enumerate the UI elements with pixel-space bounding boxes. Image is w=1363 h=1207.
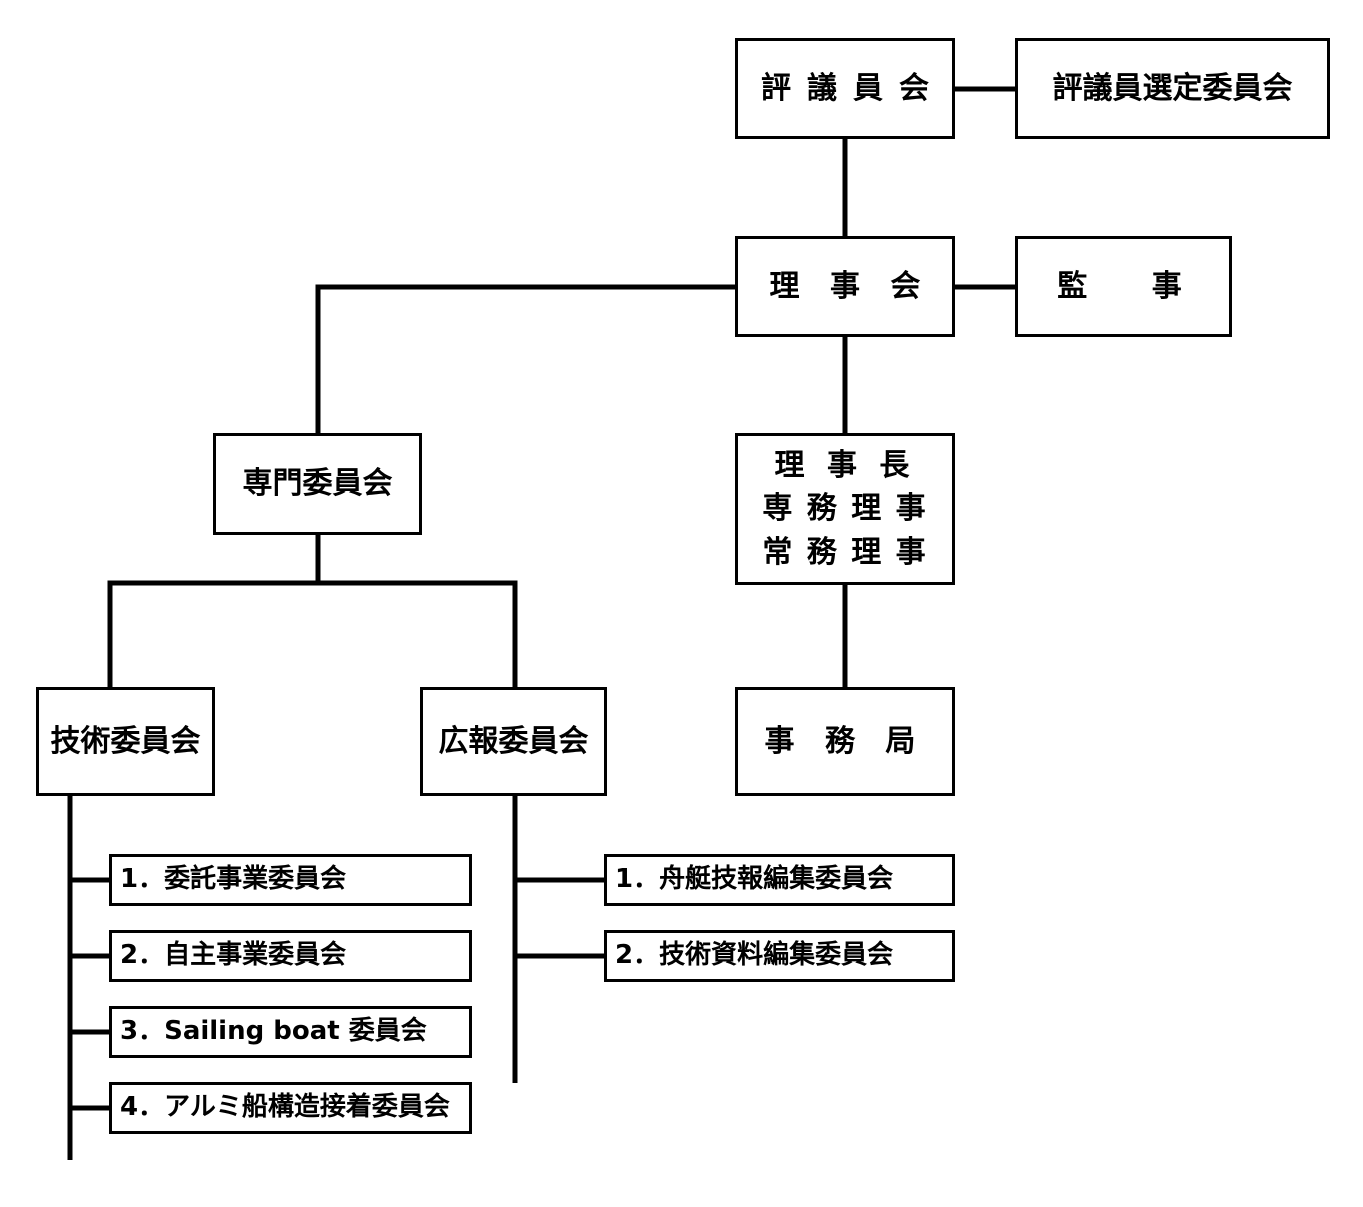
koho-sub-1-label: 1．舟艇技報編集委員会 [615,864,894,895]
hyogiinkai-label: 評議員会 [761,70,945,106]
officer-jomu: 常 務 理 事 [762,534,928,570]
jimukyoku-label: 事 務 局 [764,723,926,759]
gijutsu-sub-3-label: 3．Sailing boat 委員会 [120,1016,427,1047]
officer-chairman: 理 事 長 [774,447,916,483]
gijutsu-label: 技術委員会 [50,723,201,759]
gijutsu-box: 技術委員会 [36,687,215,796]
koho-sub-1: 1．舟艇技報編集委員会 [604,854,955,906]
gijutsu-sub-2: 2．自主事業委員会 [109,930,472,982]
jimukyoku-box: 事 務 局 [735,687,955,796]
gijutsu-sub-4: 4．アルミ船構造接着委員会 [109,1082,472,1134]
line-senmon-branch [107,580,518,688]
officers-box: 理 事 長 専 務 理 事 常 務 理 事 [735,433,955,585]
gijutsu-sub-1: 1．委託事業委員会 [109,854,472,906]
line-riji-senmon [315,284,737,434]
rijikai-label: 理 事 会 [769,268,931,304]
gijutsu-sub-4-label: 4．アルミ船構造接着委員会 [120,1092,450,1123]
hyogiin-sentei-label: 評議員選定委員会 [1052,70,1293,106]
koho-label: 広報委員会 [438,723,589,759]
hyogiin-sentei-box: 評議員選定委員会 [1015,38,1330,139]
gijutsu-sub-1-label: 1．委託事業委員会 [120,864,347,895]
hyogiinkai-box: 評議員会 [735,38,955,139]
koho-sub-2-label: 2．技術資料編集委員会 [615,940,894,971]
kanji-label: 監 事 [1057,268,1190,304]
officer-senmu: 専 務 理 事 [762,491,928,527]
koho-box: 広報委員会 [420,687,607,796]
kanji-box: 監 事 [1015,236,1232,337]
rijikai-box: 理 事 会 [735,236,955,337]
senmon-box: 専門委員会 [213,433,422,535]
koho-sub-2: 2．技術資料編集委員会 [604,930,955,982]
gijutsu-sub-3: 3．Sailing boat 委員会 [109,1006,472,1058]
gijutsu-sub-2-label: 2．自主事業委員会 [120,940,347,971]
senmon-label: 専門委員会 [242,466,393,502]
